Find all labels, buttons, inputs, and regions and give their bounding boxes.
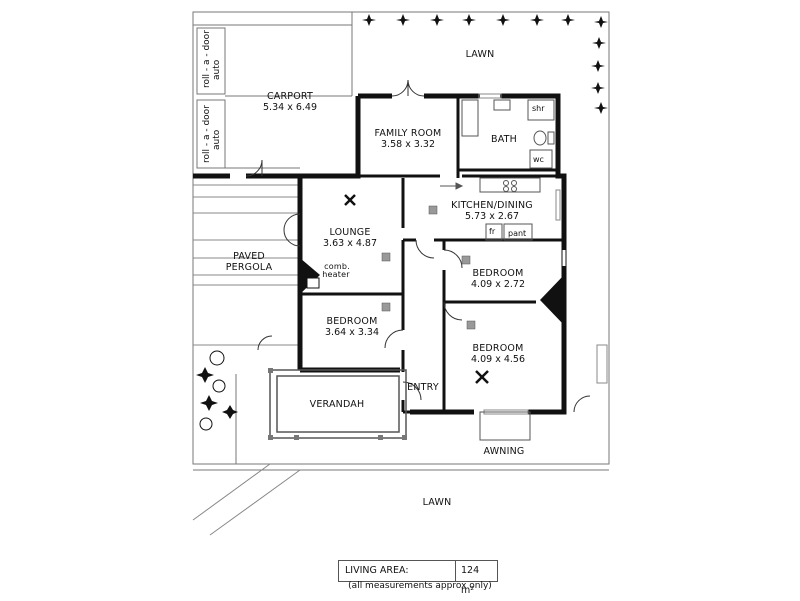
fridge-label: fr xyxy=(489,227,496,236)
verandah-label: VERANDAH xyxy=(309,399,365,410)
awning-label: AWNING xyxy=(483,446,525,457)
verandah-outline xyxy=(269,369,407,439)
heater-icon xyxy=(306,277,320,289)
vents xyxy=(381,205,476,330)
living-area-box: LIVING AREA: 124 m² xyxy=(338,560,498,596)
lounge-dims: 3.63 x 4.87 xyxy=(323,238,377,249)
kitchen-dims: 5.73 x 2.67 xyxy=(465,211,519,222)
pergola-lines xyxy=(193,184,300,346)
lawn-paths xyxy=(192,463,301,536)
heater-label-2: heater xyxy=(322,270,350,279)
bedroom-3-label: BEDROOM xyxy=(472,343,524,354)
pantry-label: pant xyxy=(508,229,527,238)
roll-door-2-label: roll - a - door xyxy=(202,105,212,163)
door-swings xyxy=(245,79,591,413)
roll-door-1-label: roll - a - door xyxy=(202,30,212,88)
tree-icons xyxy=(362,14,608,114)
bedroom-1-label: BEDROOM xyxy=(472,268,524,279)
carport-dims: 5.34 x 6.49 xyxy=(263,102,317,113)
lawn-bottom-label: LAWN xyxy=(422,497,452,508)
kitchen-fixtures xyxy=(440,177,541,241)
lounge-label: LOUNGE xyxy=(329,227,371,238)
roll-door-2-auto: auto xyxy=(212,129,222,150)
carport-outline xyxy=(196,27,352,169)
bath-fixtures xyxy=(461,99,555,169)
interior-walls xyxy=(300,96,564,414)
lawn-top-label: LAWN xyxy=(465,49,495,60)
entry-label: ENTRY xyxy=(407,382,439,393)
kitchen-label: KITCHEN/DINING xyxy=(451,200,533,211)
heater-label-1: comb. xyxy=(324,262,350,271)
wc-label: wc xyxy=(533,155,544,164)
shrub-icons xyxy=(196,350,238,431)
ceiling-fan-icon xyxy=(344,194,489,384)
measurement-note: (all measurements approx only) xyxy=(348,581,492,591)
awning-outline xyxy=(479,411,531,441)
living-area-label: LIVING AREA: xyxy=(345,565,409,576)
family-room-dims: 3.58 x 3.32 xyxy=(381,139,435,150)
roll-door-1-auto: auto xyxy=(212,59,222,80)
site-boundary xyxy=(192,11,610,471)
bedroom-2-label: BEDROOM xyxy=(326,316,378,327)
bedroom-2-dims: 3.64 x 3.34 xyxy=(325,327,379,338)
pergola-label: PERGOLA xyxy=(225,262,273,273)
living-area-value: 124 m² xyxy=(461,565,480,596)
family-room-label: FAMILY ROOM xyxy=(374,128,442,139)
bedroom-1-dims: 4.09 x 2.72 xyxy=(471,279,525,290)
bedroom-3-dims: 4.09 x 4.56 xyxy=(471,354,525,365)
carport-label: CARPORT xyxy=(266,91,314,102)
shower-label: shr xyxy=(532,104,545,113)
bath-label: BATH xyxy=(490,134,518,145)
paved-label: PAVED xyxy=(233,251,265,262)
fireplaces xyxy=(300,258,564,325)
